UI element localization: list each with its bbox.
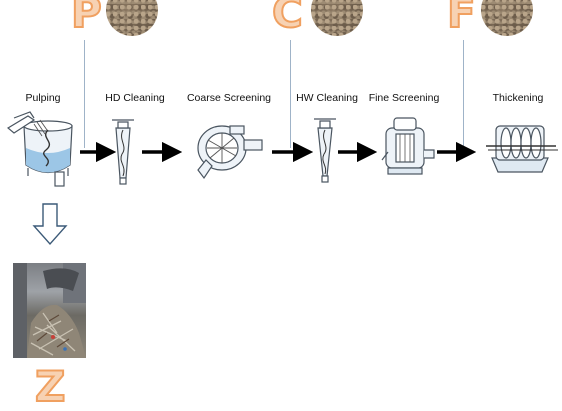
reject-letter-z: Z [34, 362, 67, 411]
sample-letter-f: F [446, 0, 477, 37]
step-label-fine-screening: Fine Screening [368, 92, 440, 104]
sample-f-line [463, 40, 464, 148]
pulper-icon [6, 111, 73, 187]
sample-c-line [290, 40, 291, 148]
step-label-hd-cleaning: HD Cleaning [105, 92, 165, 104]
coarse-screen-icon [197, 125, 263, 180]
equipment-drawings [6, 111, 558, 246]
reject-down-arrow [32, 203, 68, 246]
step-label-hw-cleaning: HW Cleaning [296, 92, 358, 104]
sample-letter-p: P [70, 0, 103, 37]
sample-p-line [84, 40, 85, 148]
thickener-icon [486, 125, 558, 173]
step-label-thickening: Thickening [492, 92, 544, 104]
sample-letter-c: C [271, 0, 304, 37]
hd-cleaner-icon [112, 119, 134, 185]
step-label-pulping: Pulping [25, 92, 61, 104]
process-diagram: P C F Pulping HD Cleaning Coarse Screeni… [6, 0, 558, 409]
reject-photo [13, 263, 86, 358]
step-label-coarse-screening: Coarse Screening [186, 92, 272, 104]
hw-cleaner-icon [314, 118, 336, 183]
fine-screen-icon [381, 117, 435, 175]
